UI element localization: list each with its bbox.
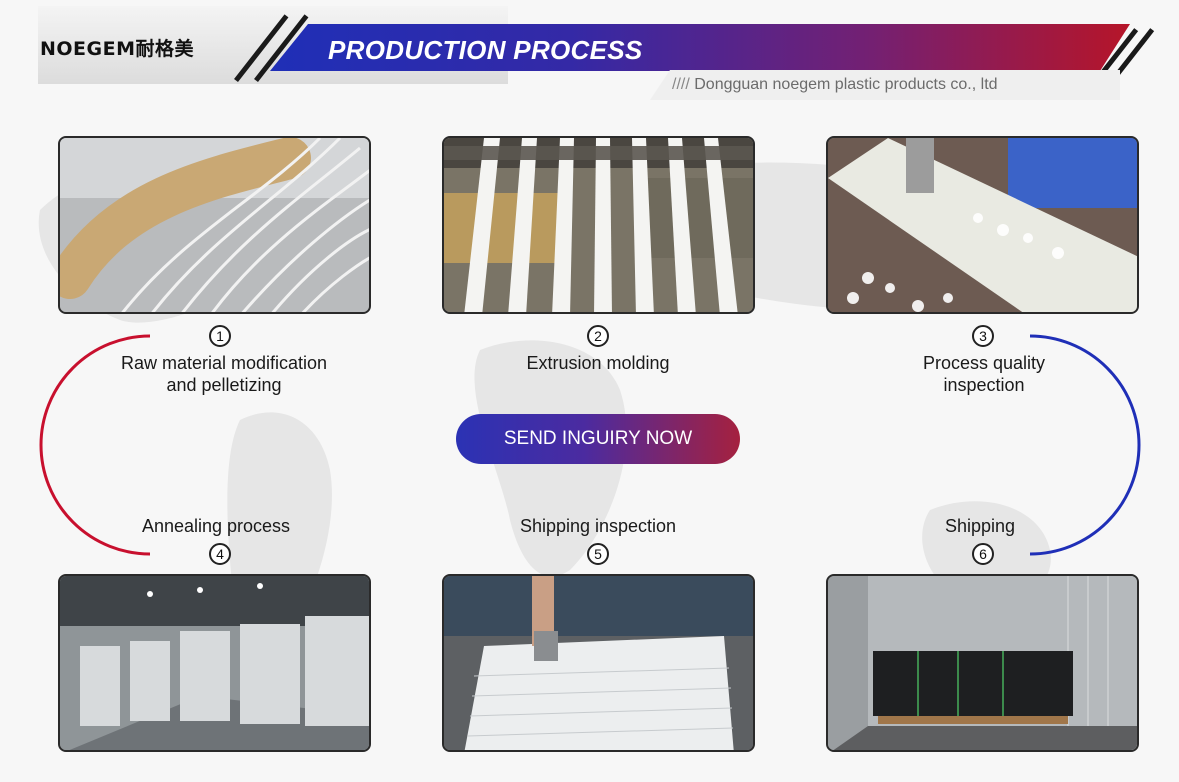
step-4-label-line1: Annealing process [141,516,291,536]
step-2-label-line1: Extrusion molding [526,353,670,373]
company-text: Dongguan noegem plastic products co., lt… [694,76,998,93]
step-5-number: 5 [587,543,609,565]
step-1-label: Raw material modification and pelletizin… [84,352,364,396]
step-3-label-line2: inspection [943,375,1025,395]
photo-raw-material [58,136,371,314]
send-inquiry-button[interactable]: SEND INGUIRY NOW [456,414,740,464]
step-2-number: 2 [587,325,609,347]
photo-annealing [58,574,371,752]
step-3-label: Process quality inspection [884,352,1084,396]
page-title: PRODUCTION PROCESS [328,35,643,65]
photo-extrusion [442,136,755,314]
track-right-curve [1029,334,1141,556]
step-1-label-line2: and pelletizing [166,375,282,395]
company-name: //// Dongguan noegem plastic products co… [672,76,998,94]
brand-logo: NOEGEM耐格美 [40,38,195,60]
step-5-label-line1: Shipping inspection [519,516,677,536]
step-2-label: Extrusion molding [458,352,738,374]
photo-shipping [826,574,1139,752]
step-1-number: 1 [209,325,231,347]
company-prefix: //// [672,76,690,93]
photo-quality-inspection [826,136,1139,314]
step-4-label: Annealing process [96,515,336,537]
step-5-label: Shipping inspection [478,515,718,537]
step-6-number: 6 [972,543,994,565]
photo-shipping-inspection [442,574,755,752]
title-ribbon [270,24,1130,71]
track-left-curve [39,334,151,556]
step-4-number: 4 [209,543,231,565]
step-6-label: Shipping [900,515,1060,537]
step-6-label-line1: Shipping [944,516,1016,536]
step-1-label-line1: Raw material modification [120,353,328,373]
step-3-number: 3 [972,325,994,347]
step-3-label-line1: Process quality [922,353,1046,373]
company-bar [650,70,1120,100]
